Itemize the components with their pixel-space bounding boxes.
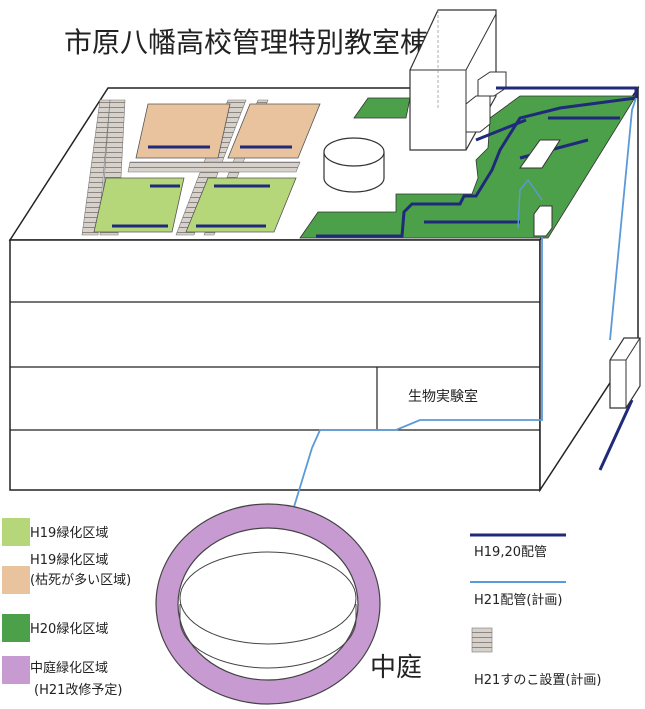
legend-h19-dieback-swatch — [2, 566, 30, 594]
roof-h19-green — [93, 177, 297, 233]
legend-h19-dieback-text: H19緑化区域 — [30, 553, 108, 568]
legend-planned-pipe-text: H21配管(計画) — [474, 592, 562, 608]
roof-h20-green — [299, 95, 637, 239]
legend-h19-text: H19緑化区域 — [30, 526, 108, 541]
rooftop-structure — [409, 9, 507, 151]
legend-right: H19,20配管 H21配管(計画) H21すのこ設置(計画) — [470, 533, 601, 688]
roof-tank — [323, 137, 385, 193]
legend-courtyard-note: (H21改修予定) — [34, 683, 122, 698]
legend-h20-text: H20緑化区域 — [30, 622, 108, 637]
legend-existing-pipe-text: H19,20配管 — [474, 545, 547, 560]
legend-sunoko-swatch — [471, 627, 493, 653]
diagram-title: 市原八幡高校管理特別教室棟 — [64, 26, 428, 59]
roof-h19-dieback — [135, 103, 321, 159]
legend-h19-dieback-note: (枯死が多い区域) — [30, 572, 131, 588]
biology-lab-label: 生物実験室 — [408, 388, 478, 405]
existing-pipes — [496, 86, 638, 471]
building-front — [9, 239, 541, 491]
legend-sunoko-text: H21すのこ設置(計画) — [474, 672, 601, 688]
courtyard-ring — [155, 503, 381, 705]
legend-courtyard-swatch — [2, 656, 30, 684]
courtyard-label: 中庭 — [370, 653, 422, 683]
legend-h19-swatch — [2, 518, 30, 546]
legend-courtyard-text: 中庭緑化区域 — [30, 660, 108, 676]
legend-h20-swatch — [2, 614, 30, 642]
legend-left: H19緑化区域 H19緑化区域 (枯死が多い区域) H20緑化区域 中庭緑化区域… — [2, 518, 131, 698]
side-wall-unit — [609, 337, 641, 409]
